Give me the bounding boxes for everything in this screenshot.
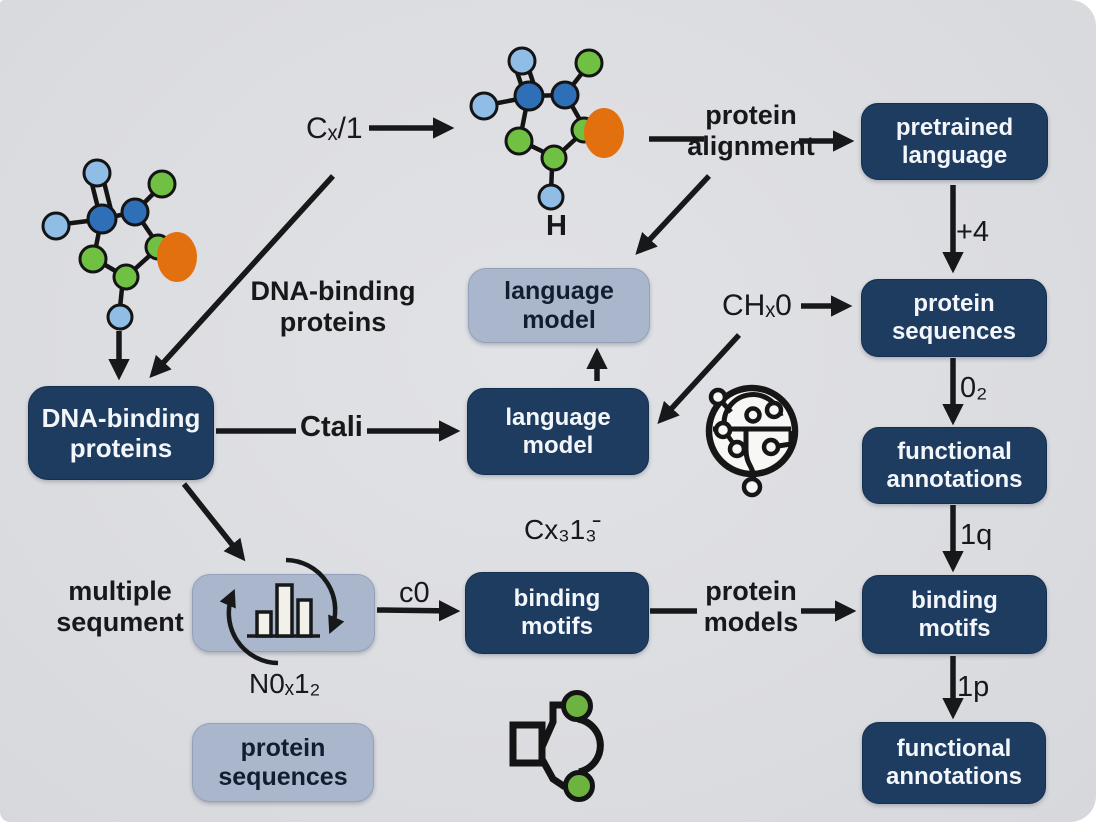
box-line: motifs bbox=[918, 614, 991, 642]
box-language-model-light: language model bbox=[468, 268, 650, 343]
arrow-msa-chart-to-binding-motifs bbox=[376, 600, 461, 622]
molecule-icon-left bbox=[41, 158, 197, 331]
cycle-bar-chart-icon bbox=[219, 557, 345, 666]
label-o2: 0₂ bbox=[960, 372, 988, 404]
label-protein-models: protein models bbox=[688, 576, 814, 637]
box-line: sequences bbox=[891, 318, 1017, 345]
label-1p: 1p bbox=[957, 671, 990, 703]
arrow-chx0-to-language-model-dark bbox=[657, 333, 742, 424]
box-line: language bbox=[505, 403, 611, 431]
box-language-model-dark: language model bbox=[467, 388, 649, 475]
arrow-protein-alignment-to-language-model-light bbox=[635, 174, 712, 255]
box-line: functional bbox=[897, 437, 1012, 465]
box-functional-annotations-bottom: functional annotations bbox=[862, 722, 1046, 804]
label-n0x12: N0ₓ1₂ bbox=[249, 668, 321, 699]
box-line: model bbox=[522, 431, 594, 459]
box-line: pretrained bbox=[895, 113, 1014, 141]
label-line: protein bbox=[705, 100, 797, 130]
label-line: sequment bbox=[56, 606, 184, 637]
label-dna-binding-proteins: DNA-binding proteins bbox=[248, 276, 418, 337]
label-cx313: Cx₃1₃̄ bbox=[524, 514, 597, 545]
label-cx1: Cₓ/1 bbox=[306, 112, 363, 145]
box-line: binding bbox=[911, 586, 998, 614]
label-line: multiple bbox=[68, 576, 172, 606]
box-binding-motifs-right: binding motifs bbox=[862, 575, 1047, 654]
arrow-dna-box-to-msa-chart bbox=[181, 482, 246, 562]
box-line: DNA-binding bbox=[41, 402, 201, 433]
label-line: proteins bbox=[279, 306, 387, 337]
box-line: sequences bbox=[218, 762, 348, 791]
label-line: models bbox=[703, 606, 799, 637]
box-dna-binding-proteins: DNA-binding proteins bbox=[28, 386, 214, 480]
label-1q: 1q bbox=[960, 519, 993, 551]
label-multiple-sequment: multiple sequment bbox=[38, 576, 202, 637]
box-pretrained-language: pretrained language bbox=[861, 103, 1048, 180]
label-h: H bbox=[546, 210, 567, 242]
molecule-icon-top bbox=[469, 46, 624, 211]
box-line: language bbox=[504, 276, 614, 305]
box-line: functional bbox=[896, 735, 1012, 763]
label-chx0: CHₓ0 bbox=[722, 289, 792, 322]
label-ctali: Ctali bbox=[300, 411, 363, 443]
box-functional-annotations-mid: functional annotations bbox=[862, 427, 1047, 504]
box-line: protein bbox=[913, 290, 995, 318]
box-line: motifs bbox=[521, 613, 593, 640]
label-line: DNA-binding bbox=[250, 276, 416, 306]
box-binding-motifs-center: binding motifs bbox=[465, 572, 649, 654]
box-protein-sequences-light: protein sequences bbox=[192, 723, 374, 802]
label-line: protein bbox=[705, 576, 797, 606]
circuit-brain-icon bbox=[705, 384, 799, 498]
box-line: protein bbox=[240, 733, 326, 762]
box-line: binding bbox=[513, 585, 601, 613]
box-line: language bbox=[901, 141, 1008, 169]
arrow-layer bbox=[108, 117, 964, 720]
label-plus4: +4 bbox=[956, 216, 990, 248]
box-line: annotations bbox=[886, 465, 1023, 493]
label-protein-alignment: protein alignment bbox=[687, 100, 815, 161]
label-c0: c0 bbox=[399, 577, 430, 609]
box-line: proteins bbox=[69, 433, 173, 463]
box-line: annotations bbox=[886, 763, 1022, 790]
arrow-cx1-to-dna-box bbox=[149, 174, 336, 378]
label-line: alignment bbox=[687, 130, 815, 161]
box-protein-sequences-right: protein sequences bbox=[861, 279, 1047, 357]
branch-molecule-icon bbox=[509, 690, 604, 802]
box-line: model bbox=[522, 305, 596, 334]
